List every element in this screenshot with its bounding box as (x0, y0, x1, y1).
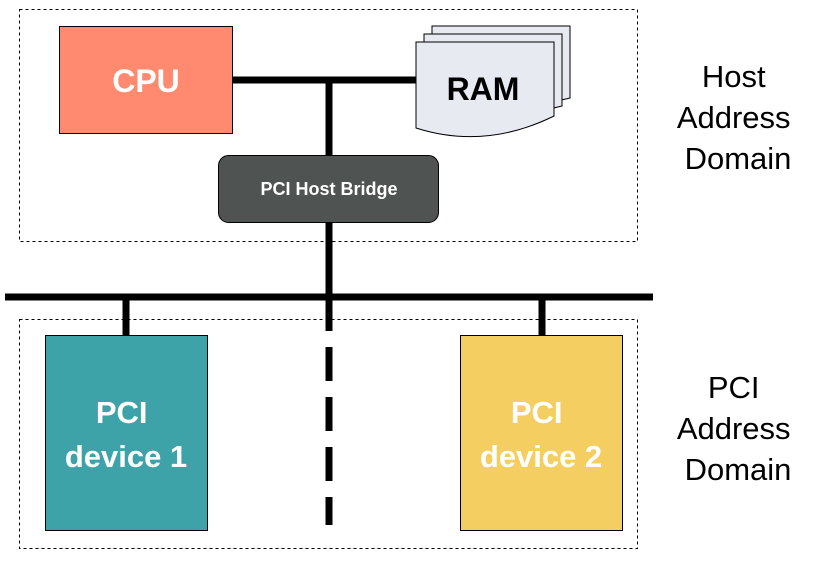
pci-device-1: PCI device 1 (45, 335, 208, 531)
pci-address-domain-label: PCI Address Domain (677, 370, 799, 487)
pci-device-2-label-line-2: device 2 (480, 439, 602, 474)
pci-domain-label-line-1: PCI (708, 370, 760, 405)
pci-device-2-label-line-1: PCI (511, 395, 563, 430)
pci-device-1-label: PCI device 1 (65, 395, 187, 474)
pci-host-bridge-label: PCI Host Bridge (260, 179, 397, 199)
cpu-box: CPU (59, 26, 233, 134)
cpu-label: CPU (112, 63, 180, 99)
pci-device-1-label-line-1: PCI (96, 395, 148, 430)
host-domain-label-line-2: Address (677, 100, 791, 135)
pci-device-1-label-line-2: device 1 (65, 439, 187, 474)
ram-label: RAM (447, 71, 520, 107)
pci-domain-label-line-3: Domain (685, 452, 792, 487)
pci-domain-label-line-2: Address (677, 411, 791, 446)
host-domain-label-line-1: Host (702, 59, 766, 94)
ram-box: RAM (415, 25, 571, 138)
pci-device-2-label: PCI device 2 (480, 395, 602, 474)
host-domain-label-line-3: Domain (685, 141, 792, 176)
pci-host-bridge: PCI Host Bridge (218, 155, 439, 223)
ram-page-front (415, 41, 555, 138)
host-address-domain-label: Host Address Domain (677, 59, 799, 176)
pci-device-2: PCI device 2 (460, 335, 623, 531)
